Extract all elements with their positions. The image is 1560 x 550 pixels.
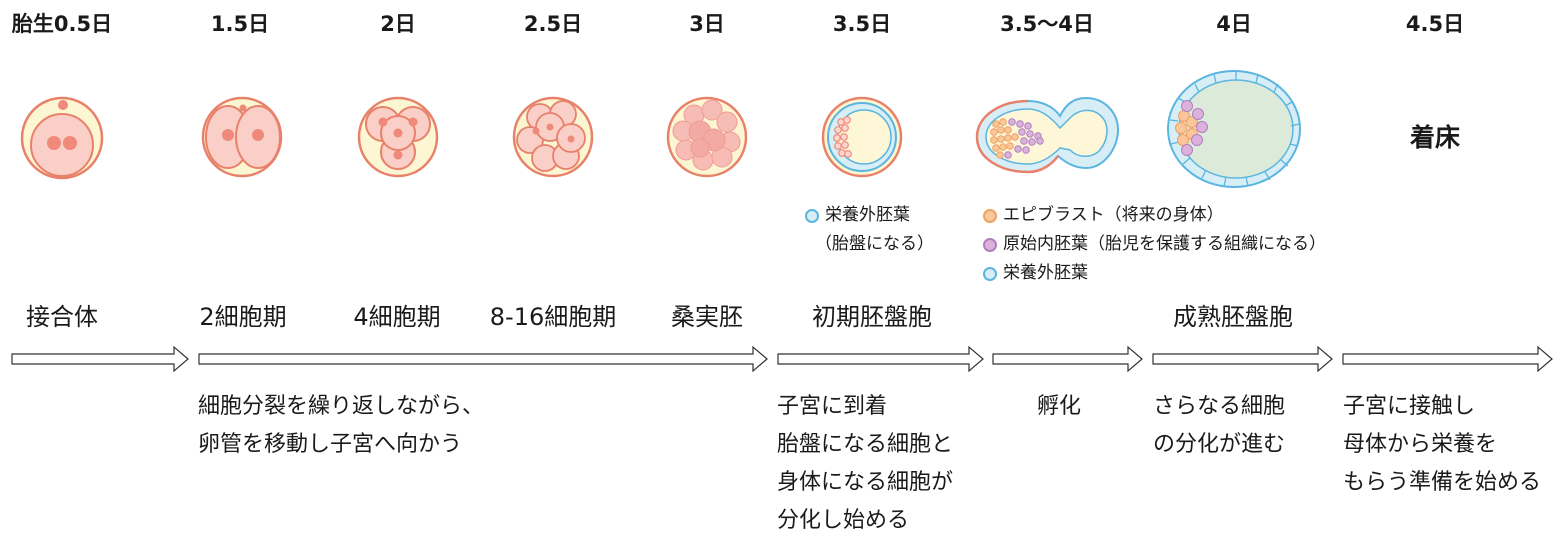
description-contact-line-1: 子宮に接触し	[1343, 394, 1476, 419]
description-hatch-line-1: 孵化	[1037, 394, 1082, 419]
stage-four-cell: 4細胞期	[353, 303, 441, 331]
legend-primitive-endoderm-label: 原始内胚葉（胎児を保護する組織になる）	[1003, 234, 1326, 254]
legend-epiblast-label: エピブラスト（将来の身体）	[1003, 205, 1224, 225]
description-travel: 細胞分裂を繰り返しながら、 卵管を移動し子宮へ向かう	[198, 388, 484, 464]
day-label-0-5: 胎生0.5日	[11, 12, 113, 36]
implantation-label: 着床	[1409, 123, 1461, 152]
eight-sixteen-cell-illustration	[512, 96, 594, 178]
day-label-1-5: 1.5日	[210, 12, 270, 36]
early-blastocyst-illustration	[821, 96, 903, 178]
stage-early-blastocyst: 初期胚盤胞	[812, 303, 932, 331]
description-contact: 子宮に接触し 母体から栄養を もらう準備を始める	[1343, 388, 1541, 502]
stage-eight-sixteen-cell: 8-16細胞期	[489, 303, 617, 331]
description-hatch: 孵化	[1037, 388, 1081, 426]
legend-trophectoderm-note: （胎盤になる）	[815, 234, 934, 254]
description-arrive-line-1: 子宮に到着	[777, 394, 888, 419]
arrow-1	[11, 345, 189, 373]
description-travel-line-2: 卵管を移動し子宮へ向かう	[198, 432, 463, 457]
mature-blastocyst-illustration	[1167, 70, 1301, 188]
morula-illustration	[666, 96, 748, 178]
legend-primitive-endoderm-row: 原始内胚葉（胎児を保護する組織になる）	[983, 230, 1326, 259]
zygote-illustration	[20, 96, 104, 180]
description-contact-line-3: もらう準備を始める	[1343, 470, 1542, 495]
legend-mature-blastocyst: エピブラスト（将来の身体） 原始内胚葉（胎児を保護する組織になる） 栄養外胚葉	[983, 201, 1326, 288]
description-arrive-line-2: 胎盤になる細胞と	[777, 432, 954, 457]
description-arrive-line-4: 分化し始める	[777, 508, 910, 533]
day-label-4: 4日	[1216, 12, 1252, 36]
hatching-blastocyst-illustration	[975, 96, 1120, 174]
timeline-arrows	[11, 345, 1553, 373]
day-label-2: 2日	[380, 12, 416, 36]
day-label-4-5: 4.5日	[1405, 12, 1465, 36]
stage-two-cell: 2細胞期	[199, 303, 287, 331]
legend-trophectoderm-label: 栄養外胚葉	[825, 205, 910, 225]
trophectoderm-swatch	[805, 208, 819, 223]
legend-early-blastocyst: 栄養外胚葉 （胎盤になる）	[805, 201, 934, 259]
arrow-4	[992, 345, 1143, 373]
stage-zygote: 接合体	[26, 303, 98, 331]
description-travel-line-1: 細胞分裂を繰り返しながら、	[198, 394, 485, 419]
arrow-6	[1342, 345, 1553, 373]
description-differentiate-line-1: さらなる細胞	[1153, 394, 1286, 419]
day-label-3-5-4: 3.5〜4日	[1000, 12, 1094, 36]
arrow-3	[777, 345, 984, 373]
description-arrive-line-3: 身体になる細胞が	[777, 470, 954, 495]
primitive-endoderm-swatch	[983, 237, 997, 252]
day-label-3-5: 3.5日	[832, 12, 892, 36]
arrow-2	[198, 345, 768, 373]
trophectoderm-swatch-2	[983, 266, 997, 281]
legend-trophectoderm-row: 栄養外胚葉	[805, 201, 934, 230]
stage-mature-blastocyst: 成熟胚盤胞	[1173, 303, 1293, 331]
epiblast-swatch	[983, 208, 997, 223]
description-arrive: 子宮に到着 胎盤になる細胞と 身体になる細胞が 分化し始める	[777, 388, 953, 540]
stage-morula: 桑実胚	[671, 303, 743, 331]
day-label-2-5: 2.5日	[523, 12, 583, 36]
description-differentiate-line-2: の分化が進む	[1153, 432, 1286, 457]
arrow-5	[1152, 345, 1333, 373]
legend-epiblast-row: エピブラスト（将来の身体）	[983, 201, 1326, 230]
description-differentiate: さらなる細胞 の分化が進む	[1153, 388, 1285, 464]
two-cell-illustration	[201, 96, 283, 178]
four-cell-illustration	[357, 96, 439, 178]
legend-trophectoderm-row-2: 栄養外胚葉	[983, 259, 1326, 288]
description-contact-line-2: 母体から栄養を	[1343, 432, 1498, 457]
legend-trophectoderm-label-2: 栄養外胚葉	[1003, 263, 1088, 283]
day-label-3: 3日	[689, 12, 725, 36]
